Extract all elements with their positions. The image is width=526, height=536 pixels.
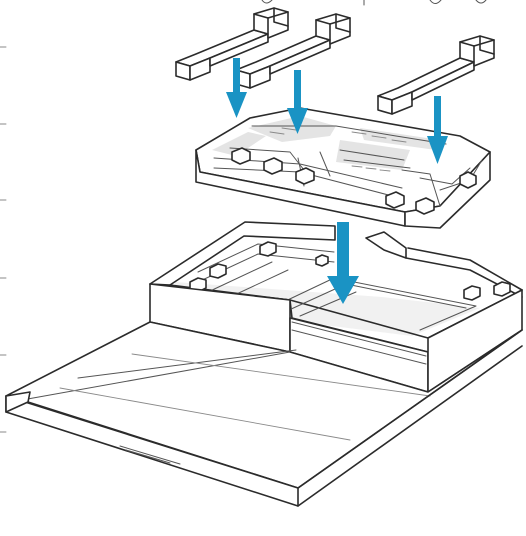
base-tray <box>149 221 523 393</box>
arrow-bracket-left <box>226 58 247 118</box>
arrow-bracket-middle <box>287 70 308 134</box>
front-panel <box>5 321 523 507</box>
top-edge-fragments <box>261 0 487 6</box>
left-edge-ticks <box>0 46 7 433</box>
arrow-bracket-right <box>427 96 448 164</box>
bracket-middle <box>235 13 351 89</box>
bracket-right <box>377 35 495 115</box>
arrow-insert-to-tray <box>327 222 359 304</box>
middle-insert <box>195 107 491 229</box>
bracket-left <box>175 7 289 81</box>
